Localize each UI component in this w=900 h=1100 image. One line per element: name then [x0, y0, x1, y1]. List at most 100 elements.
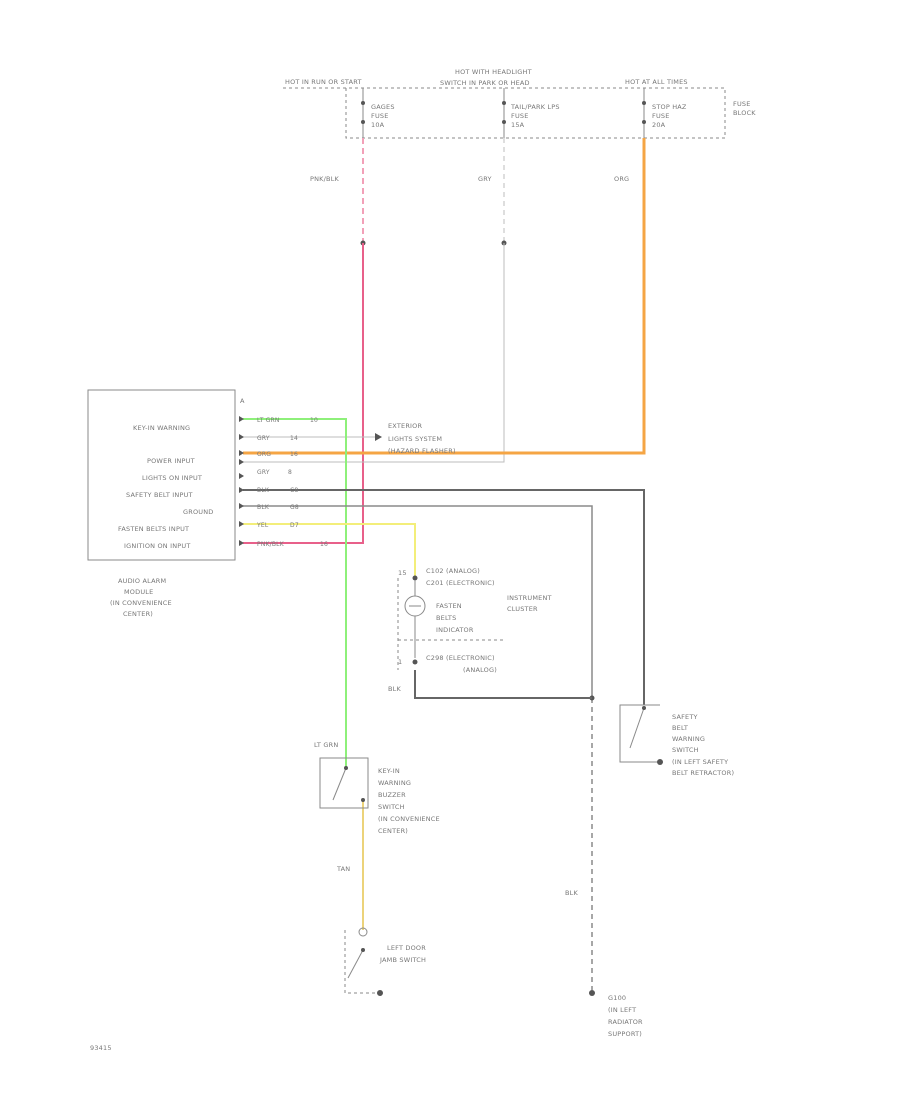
- fuse-block-label-2: BLOCK: [733, 109, 756, 117]
- fuse-gages-rating: 10A: [371, 121, 385, 129]
- fuse-stop-haz-dot-bottom: [642, 120, 646, 124]
- belt-switch-line4: SWITCH: [672, 746, 699, 754]
- footer-code: 93415: [90, 1044, 112, 1052]
- cluster-name-2: CLUSTER: [507, 605, 538, 613]
- fuse-tail-park-dot-top: [502, 101, 506, 105]
- key-switch-line3: BUZZER: [378, 791, 406, 799]
- door-switch-outline: [344, 930, 380, 994]
- ground-line2: (IN LEFT: [608, 1006, 636, 1014]
- module-name-2: MODULE: [124, 588, 153, 596]
- ground-line1: G100: [608, 994, 626, 1002]
- module-pins: LT GRN 10 GRY 14 ORG 16 GRY 8 BLK C8 BLK…: [239, 416, 328, 548]
- fuse-stop-haz-rating: 20A: [652, 121, 666, 129]
- door-switch-line2: JAMB SWITCH: [379, 956, 426, 964]
- arrow-exterior-lights: [375, 433, 382, 441]
- key-switch-line4: SWITCH: [378, 803, 405, 811]
- fuse-block: FUSE BLOCK: [345, 88, 756, 139]
- pin-num-4: C8: [290, 487, 298, 494]
- fuse-stop-haz-dot-top: [642, 101, 646, 105]
- cluster-name-1: INSTRUMENT: [507, 594, 552, 602]
- module-box: [87, 389, 236, 561]
- fuse-stop-haz-type: FUSE: [652, 112, 670, 120]
- pin-terminal-1: [239, 434, 244, 440]
- fuse-block-outline: [345, 88, 726, 139]
- pin-wire-3: GRY: [257, 469, 270, 476]
- module-input-label-7: FASTEN BELTS INPUT: [118, 525, 189, 533]
- door-switch-connector: [358, 927, 368, 937]
- module-name-1: AUDIO ALARM: [118, 577, 166, 585]
- pin-terminal-6: [239, 503, 244, 509]
- wire-lt-grn: [243, 418, 347, 768]
- lamp-label-2: BELTS: [436, 614, 456, 622]
- pin-wire-4: BLK: [257, 487, 270, 494]
- belt-switch-outline: [619, 704, 660, 763]
- module-connector: A: [240, 397, 245, 405]
- label-hot-headlight-line1: HOT WITH HEADLIGHT: [455, 68, 532, 76]
- cluster-top-connector-1: C102 (ANALOG): [426, 567, 480, 575]
- pin-terminal-0: [239, 416, 244, 422]
- pin-wire-5: BLK: [257, 504, 270, 511]
- safety-belt-switch: SAFETY BELT WARNING SWITCH (IN LEFT SAFE…: [619, 704, 734, 777]
- cluster-top-connector-2: C201 (ELECTRONIC): [426, 579, 495, 587]
- belt-switch-line1: SAFETY: [672, 713, 698, 721]
- ground-line3: RADIATOR: [608, 1018, 643, 1026]
- cluster-bottom-connector-2: (ANALOG): [463, 666, 497, 674]
- ground-g100: G100 (IN LEFT RADIATOR SUPPORT): [608, 994, 643, 1038]
- fuse-tail-park-name: TAIL/PARK LPS: [510, 103, 560, 111]
- belt-switch-line6: BELT RETRACTOR): [672, 769, 734, 777]
- fuse-gages-type: FUSE: [371, 112, 389, 120]
- wire-org: [243, 138, 646, 455]
- key-switch-line1: KEY-IN: [378, 767, 400, 775]
- audio-alarm-module: A KEY-IN WARNING POWER INPUT LIGHTS ON I…: [87, 389, 245, 618]
- belt-switch-line5: (IN LEFT SAFETY: [672, 758, 728, 766]
- module-name-4: CENTER): [123, 610, 153, 618]
- cluster-top-pin: 15: [398, 569, 407, 577]
- exterior-lights-line2: LIGHTS SYSTEM: [388, 435, 442, 443]
- pin-num-2: 16: [290, 451, 298, 458]
- key-switch-contact-bottom: [361, 798, 365, 802]
- belt-switch-blade: [629, 707, 645, 749]
- fuse-gages-dot-bottom: [361, 120, 365, 124]
- lamp-label-3: INDICATOR: [436, 626, 474, 634]
- module-input-label-4: LIGHTS ON INPUT: [142, 474, 202, 482]
- door-switch-line1: LEFT DOOR: [387, 944, 426, 952]
- pin-wire-0: LT GRN: [257, 417, 280, 424]
- cluster-bottom-connector-1: C298 (ELECTRONIC): [426, 654, 495, 662]
- module-input-label-3: POWER INPUT: [147, 457, 195, 465]
- fuse-tail-park: TAIL/PARK LPS FUSE 15A: [502, 88, 560, 138]
- pin-wire-6: YEL: [256, 522, 269, 529]
- pin-wire-1: GRY: [257, 435, 270, 442]
- door-switch-blade: [347, 949, 364, 979]
- wire-blk-belt-switch: [243, 489, 645, 705]
- key-switch-outline: [319, 757, 369, 809]
- module-input-label-6: GROUND: [183, 508, 214, 516]
- wire-label-blk-cluster: BLK: [388, 685, 401, 693]
- cluster-connector-bottom: [412, 659, 418, 665]
- pin-wire-7: PNK/BLK: [257, 541, 285, 548]
- fuse-tail-park-type: FUSE: [511, 112, 529, 120]
- pin-terminal-3: [239, 459, 244, 465]
- wire-label-gry: GRY: [478, 175, 492, 183]
- fuse-stop-haz-name: STOP HAZ: [652, 103, 687, 111]
- wire-blk-cluster: [414, 670, 592, 699]
- pin-terminal-8: [239, 540, 244, 546]
- ground-terminal: [589, 990, 595, 996]
- exterior-lights-line3: (HAZARD FLASHER): [388, 447, 456, 455]
- fuse-gages: GAGES FUSE 10A: [361, 88, 395, 138]
- fuse-tail-park-rating: 15A: [511, 121, 525, 129]
- fuse-gages-name: GAGES: [371, 103, 395, 111]
- ground-line4: SUPPORT): [608, 1030, 642, 1038]
- belt-switch-ground: [657, 759, 663, 765]
- key-switch-contact-top: [344, 766, 348, 770]
- pin-num-1: 14: [290, 435, 298, 442]
- module-input-label-8: IGNITION ON INPUT: [124, 542, 191, 550]
- fuse-gages-dot-top: [361, 101, 365, 105]
- pin-num-0: 10: [310, 417, 318, 424]
- door-jamb-switch: LEFT DOOR JAMB SWITCH: [344, 927, 426, 996]
- pin-num-5: G8: [290, 504, 299, 511]
- wire-label-org: ORG: [614, 175, 629, 183]
- key-switch-line2: WARNING: [378, 779, 411, 787]
- instrument-cluster: 15 C102 (ANALOG) C201 (ELECTRONIC) FASTE…: [397, 567, 552, 674]
- label-hot-all-times: HOT AT ALL TIMES: [625, 78, 688, 86]
